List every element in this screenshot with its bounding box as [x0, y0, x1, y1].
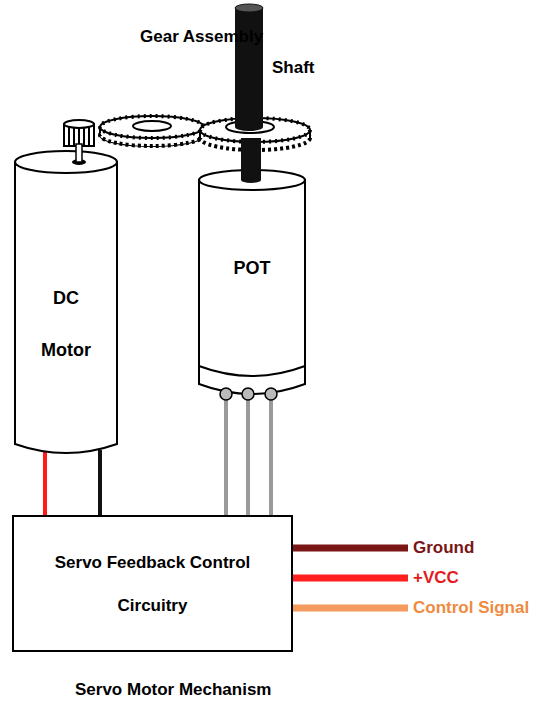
motor-cylinder: DC Motor [14, 150, 118, 458]
node-label: POT [207, 254, 297, 282]
node-label: DC Motor [30, 272, 102, 376]
motor-pinion [64, 120, 94, 146]
signal-wire [292, 605, 408, 612]
part-name: Shaft [272, 54, 315, 82]
wire [246, 394, 250, 515]
pin-name: +VCC [413, 567, 459, 589]
wire [224, 394, 228, 515]
caption: Servo Motor Mechanism [75, 679, 272, 701]
wire [269, 394, 273, 515]
pin-name: Control Signal [413, 597, 529, 619]
output-shaft [235, 4, 263, 131]
idler-gear [100, 116, 204, 146]
potentiometer-cylinder: POT [198, 168, 306, 412]
wire [43, 450, 47, 515]
vcc-wire [292, 575, 408, 582]
ground-wire [292, 545, 408, 552]
wire [98, 450, 102, 515]
control-circuit-box: Servo Feedback Control Circuitry [12, 515, 293, 652]
pin-name: Ground [413, 537, 474, 559]
node-label: Servo Feedback Control Circuitry [35, 541, 271, 627]
part-name: Gear Assembly [140, 22, 263, 52]
potentiometer-cylinder-outline [198, 168, 306, 412]
